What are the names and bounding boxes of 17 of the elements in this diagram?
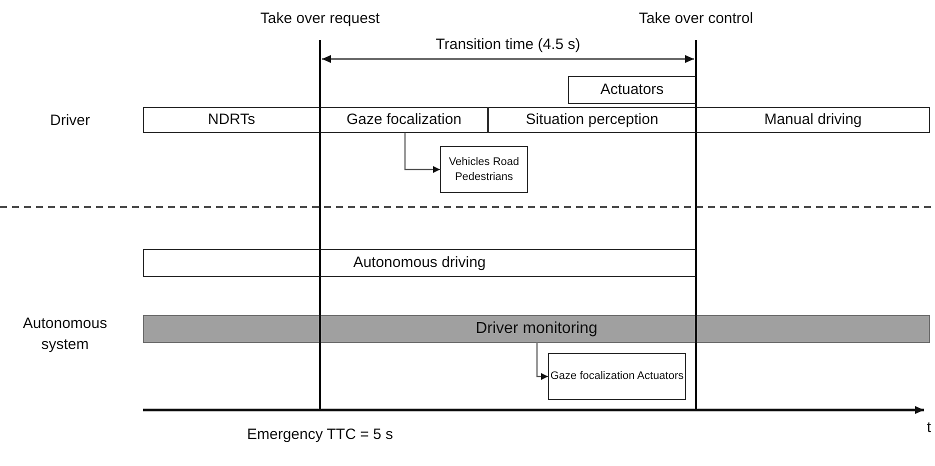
event-label: Take over request — [260, 9, 380, 29]
activity-box: Gaze focalization — [320, 107, 488, 133]
activity-box: Manual driving — [696, 107, 930, 133]
event-label: Take over control — [638, 9, 754, 29]
note-box: Vehicles Road Pedestrians — [440, 146, 528, 193]
activity-box: NDRTs — [143, 107, 320, 133]
activity-box: Situation perception — [488, 107, 696, 133]
lane-label: Driver — [50, 111, 90, 131]
note-box: Gaze focalization Actuators — [548, 353, 686, 400]
connector-arrow — [404, 133, 440, 173]
connector-arrow — [536, 343, 548, 380]
monitoring-bar: Driver monitoring — [143, 315, 930, 343]
activity-box: Autonomous driving — [143, 249, 696, 277]
event-label: Emergency TTC = 5 s — [246, 425, 394, 445]
axis-label: t — [926, 418, 932, 438]
activity-box: Actuators — [568, 76, 696, 104]
lane-label: Autonomous system — [22, 314, 108, 355]
